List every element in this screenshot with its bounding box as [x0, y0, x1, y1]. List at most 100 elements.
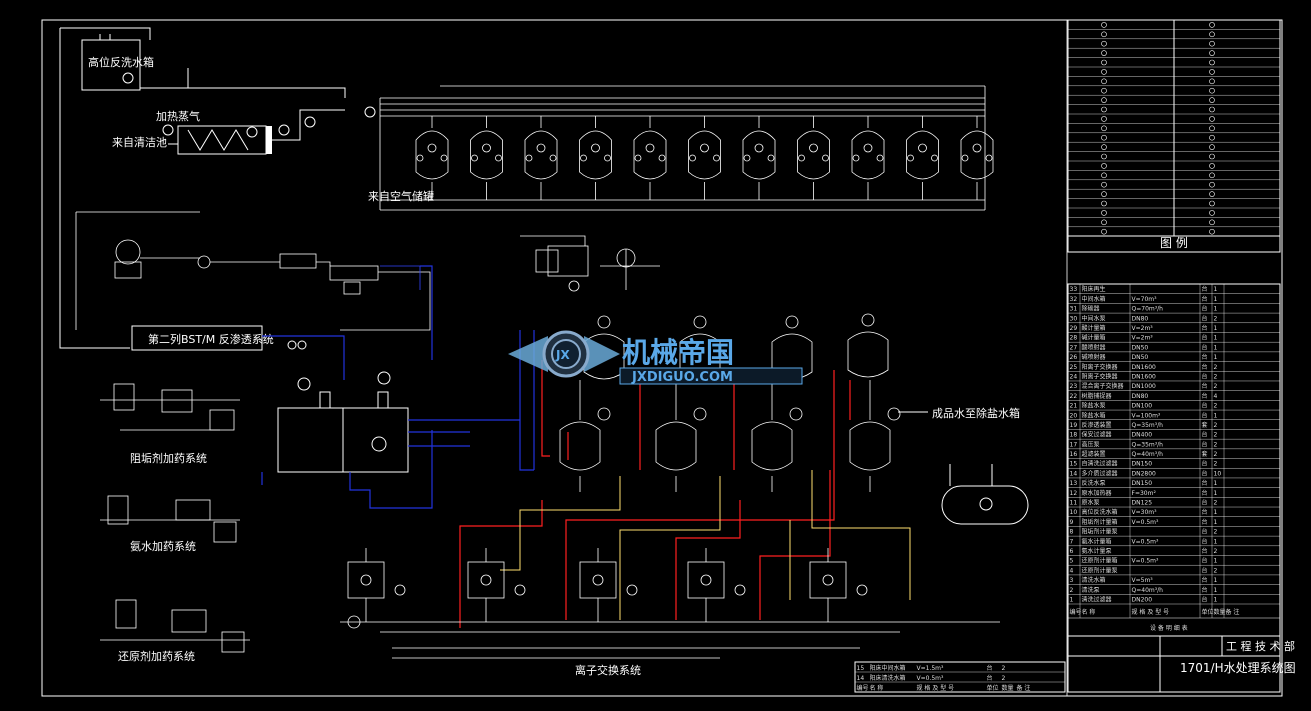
bottom-header-cell: 规 格 及 型 号	[917, 684, 955, 692]
legend-symbol	[1101, 219, 1107, 226]
equip-cell: 1	[1214, 597, 1218, 604]
drawing-title: 1701/H水处理系统图	[1180, 661, 1296, 675]
equip-cell: 清洗水箱	[1082, 576, 1106, 584]
filter-vessel	[797, 116, 830, 200]
equip-cell: 台	[1202, 518, 1208, 526]
legend-symbol	[1209, 69, 1215, 75]
legend-symbol	[1209, 210, 1215, 216]
watermark-badge: JX	[555, 348, 570, 362]
legend-symbol	[1209, 97, 1215, 103]
storage-drum	[941, 464, 1029, 525]
dosing-subsystem-1	[100, 383, 240, 431]
equip-cell: 阴离子交换器	[1082, 372, 1118, 380]
equip-cell: 10	[1070, 509, 1078, 516]
bottom-cell: 台	[987, 674, 993, 682]
equip-cell: 阳床再生	[1082, 285, 1106, 293]
equip-cell: 2	[1214, 383, 1218, 390]
equip-cell: 清洗过滤器	[1082, 596, 1112, 604]
regen-tank	[347, 548, 406, 622]
legend-symbol	[1101, 144, 1107, 150]
equip-cell: 6	[1070, 548, 1074, 555]
equip-cell: 反洗水泵	[1082, 479, 1106, 487]
equip-cell: 2	[1214, 422, 1218, 429]
ion-exchanger	[849, 380, 901, 492]
equip-cell: Q=35m³/h	[1132, 422, 1164, 429]
equip-cell: 台	[1202, 440, 1208, 448]
legend-symbol	[1101, 40, 1107, 47]
legend-symbol	[1209, 87, 1215, 94]
equip-cell: 酸喷射器	[1082, 343, 1106, 351]
equip-cell: 1	[1214, 335, 1218, 342]
ion-exchanger	[655, 380, 707, 492]
equip-cell: DN80	[1132, 393, 1149, 400]
equip-cell: 1	[1214, 509, 1218, 516]
equip-cell: DN50	[1132, 344, 1149, 351]
sub3-label: 还原剂加药系统	[118, 649, 195, 663]
equip-cell: 中间水箱	[1082, 295, 1106, 303]
uf-block	[75, 211, 431, 331]
regen-tank	[809, 548, 868, 622]
equip-cell: 台	[1202, 576, 1208, 584]
equip-cell: 碱计量箱	[1082, 334, 1106, 342]
upper-exchanger	[847, 313, 889, 378]
equip-cell: 16	[1070, 451, 1078, 458]
bottom-cell: 15	[857, 665, 865, 672]
equip-cell: DN2800	[1132, 470, 1157, 477]
filter-vessel	[851, 116, 885, 200]
bottom-header-cell: 名 称	[870, 684, 884, 692]
legend-symbol	[1101, 106, 1107, 113]
equip-cell: 台	[1202, 557, 1208, 565]
legend-symbol	[1209, 181, 1215, 188]
equip-cell: 台	[1202, 285, 1208, 293]
high-tank-label: 高位反洗水箱	[88, 55, 154, 69]
equip-cell: 28	[1070, 335, 1078, 342]
bottom-header-cell: 单位	[987, 684, 999, 692]
dosing-subsystem-2	[100, 495, 240, 543]
equip-cell: 26	[1070, 354, 1078, 361]
equip-cell: 高压泵	[1082, 440, 1100, 448]
equip-cell: 1	[1214, 558, 1218, 565]
equip-cell: 树脂捕捉器	[1082, 392, 1112, 400]
high-backwash-tank: 高位反洗水箱	[81, 34, 154, 91]
degasser-tank	[277, 371, 409, 473]
equip-cell: 22	[1070, 393, 1078, 400]
equip-cell: 2	[1214, 432, 1218, 439]
legend-symbol	[1209, 219, 1215, 226]
equip-cell: 14	[1070, 470, 1078, 477]
legend-symbol	[1101, 228, 1107, 235]
equip-cell: 7	[1070, 538, 1074, 545]
filter-vessel	[633, 116, 667, 200]
equip-cell: 1	[1214, 306, 1218, 313]
bottom-header-cell: 数量	[1002, 684, 1014, 692]
filter-vessel	[960, 116, 994, 200]
equip-cell: 台	[1202, 528, 1208, 536]
equip-cell: 台	[1202, 499, 1208, 507]
equip-cell: 2	[1214, 373, 1218, 380]
legend-symbol	[1209, 106, 1215, 113]
equip-cell: Q=40m³/h	[1132, 451, 1164, 458]
equip-cell: 2	[1214, 461, 1218, 468]
legend-symbol	[1209, 228, 1215, 235]
equip-cell: 2	[1214, 451, 1218, 458]
equip-cell: 阳离子交换器	[1082, 363, 1118, 371]
equip-header-cell: 数量	[1214, 608, 1226, 616]
equip-cell: 中间水泵	[1082, 314, 1106, 322]
equip-cell: 台	[1202, 382, 1208, 390]
equip-cell: 29	[1070, 325, 1078, 332]
equip-header-cell: 编号	[1070, 608, 1082, 616]
bottom-cell: 2	[1002, 665, 1006, 672]
legend-caption: 图 例	[1160, 236, 1188, 250]
dosing-subsystem-3	[100, 599, 250, 653]
equip-cell: 2	[1214, 500, 1218, 507]
equip-cell: 台	[1202, 305, 1208, 313]
equip-cell: DN150	[1132, 480, 1153, 487]
sub1-label: 阻垢剂加药系统	[130, 451, 207, 465]
legend-symbol	[1101, 200, 1107, 207]
legend-symbol	[1101, 153, 1107, 160]
equip-cell: 2	[1214, 529, 1218, 536]
bottom-cell: V=1.5m³	[917, 665, 945, 672]
multimedia-filter-bank	[415, 116, 994, 200]
filter-vessel	[524, 116, 558, 200]
regen-tank	[687, 548, 746, 622]
